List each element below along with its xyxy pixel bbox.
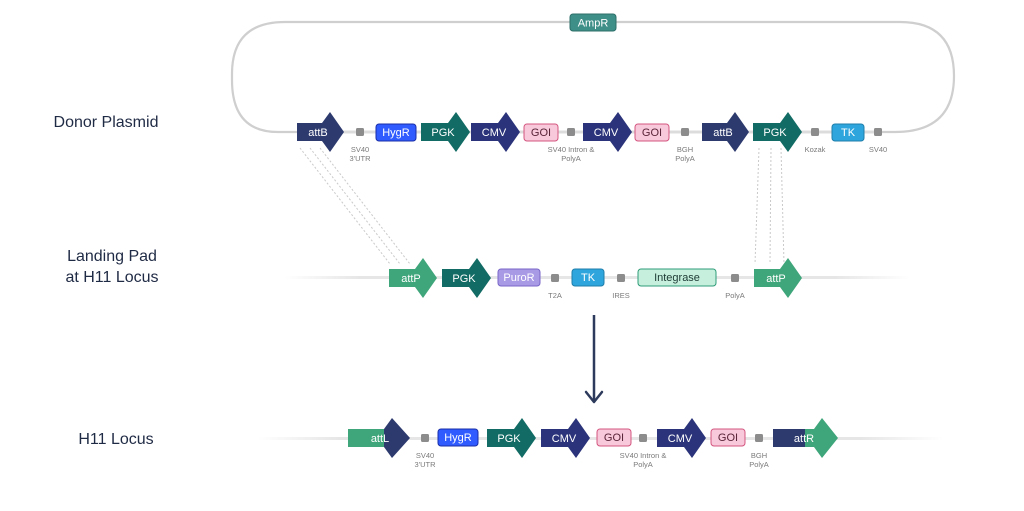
donor-sublabel-bgh-2: PolyA [675,154,695,163]
landing-puror: PuroR [497,268,541,287]
landing-spacer-2 [617,274,625,282]
donor-attb-2: attB [702,112,749,152]
donor-sublabel-kozak: Kozak [805,145,826,154]
donor-goi-1: GOI [523,123,559,142]
landing-integrase-label: Integrase [654,272,700,284]
locus-attr: attR [773,418,838,458]
locus-sublabel-sv40-utr-1: SV40 [416,451,434,460]
landing-attp-1: attP [389,258,437,298]
locus-sublabel-sv40-intron-1: SV40 Intron & [620,451,667,460]
landing-pad-label: Landing Pad at H11 Locus [48,246,176,288]
donor-tk: TK [831,123,865,142]
donor-hygr-label: HygR [382,127,410,139]
locus-sublabel-sv40-utr-2: 3'UTR [414,460,436,469]
donor-hygr: HygR [375,123,417,142]
donor-sublabel-bgh-1: BGH [677,145,693,154]
donor-pgk-2: PGK [753,112,802,152]
locus-attr-label: attR [794,433,814,445]
alignment-guides [299,147,785,265]
landing-pgk-label: PGK [452,273,476,285]
donor-cmv-1-label: CMV [482,127,507,139]
donor-spacer-2 [567,128,575,136]
donor-spacer-3 [681,128,689,136]
locus-sublabel-sv40-intron-2: PolyA [633,460,653,469]
donor-cmv-1: CMV [471,112,520,152]
donor-attb-2-label: attB [713,127,733,139]
donor-goi-2: GOI [634,123,670,142]
donor-spacer-4 [811,128,819,136]
donor-plasmid-label: Donor Plasmid [53,114,159,131]
locus-cmv-2-label: CMV [668,433,693,445]
landing-tk: TK [571,268,605,287]
h11-locus-label: H11 Locus [78,431,154,448]
locus-attl-label: attL [371,433,389,445]
donor-sublabel-sv40-intron-2: PolyA [561,154,581,163]
donor-cmv-2: CMV [583,112,632,152]
locus-cmv-1: CMV [541,418,590,458]
locus-spacer-1 [421,434,429,442]
locus-spacer-3 [755,434,763,442]
locus-pgk-label: PGK [497,433,521,445]
locus-goi-2-label: GOI [718,432,738,444]
landing-spacer-1 [551,274,559,282]
locus-hygr-label: HygR [444,432,472,444]
donor-goi-2-label: GOI [642,127,662,139]
locus-cmv-2: CMV [657,418,706,458]
landing-spacer-3 [731,274,739,282]
donor-sublabel-sv40-intron-1: SV40 Intron & [548,145,595,154]
locus-sublabel-bgh-1: BGH [751,451,767,460]
locus-spacer-2 [639,434,647,442]
donor-sublabel-sv40-utr-2: 3'UTR [349,154,371,163]
donor-spacer-1 [356,128,364,136]
locus-hygr: HygR [437,428,479,447]
donor-spacer-5 [874,128,882,136]
donor-goi-1-label: GOI [531,127,551,139]
locus-sublabel-bgh-2: PolyA [749,460,769,469]
landing-attp-2: attP [754,258,802,298]
donor-sublabel-sv40-utr-1: SV40 [351,145,369,154]
landing-integrase: Integrase [637,268,717,287]
landing-attp-1-label: attP [401,273,421,285]
donor-pgk-1: PGK [421,112,470,152]
ampr-box [569,13,617,32]
landing-sublabel-ires: IRES [612,291,630,300]
ampr-label: AmpR [578,18,609,30]
locus-pgk: PGK [487,418,536,458]
locus-cmv-1-label: CMV [552,433,577,445]
landing-pad-label-line2: at H11 Locus [65,269,159,286]
down-arrow [584,315,604,404]
donor-attb-1-label: attB [308,127,328,139]
landing-tk-label: TK [581,272,596,284]
donor-sublabel-sv40: SV40 [869,145,887,154]
donor-tk-label: TK [841,127,856,139]
donor-attb-1: attB [297,112,344,152]
locus-goi-2: GOI [710,428,746,447]
donor-pgk-2-label: PGK [763,127,787,139]
locus-goi-1: GOI [596,428,632,447]
landing-sublabel-polya: PolyA [725,291,745,300]
landing-sublabel-t2a: T2A [548,291,562,300]
landing-puror-label: PuroR [503,272,534,284]
landing-pgk: PGK [442,258,491,298]
landing-pad-label-line1: Landing Pad [67,248,157,265]
landing-attp-2-label: attP [766,273,786,285]
plasmid-backbone [230,20,956,134]
locus-attl: attL [348,418,410,458]
donor-pgk-1-label: PGK [431,127,455,139]
locus-goi-1-label: GOI [604,432,624,444]
donor-cmv-2-label: CMV [594,127,619,139]
